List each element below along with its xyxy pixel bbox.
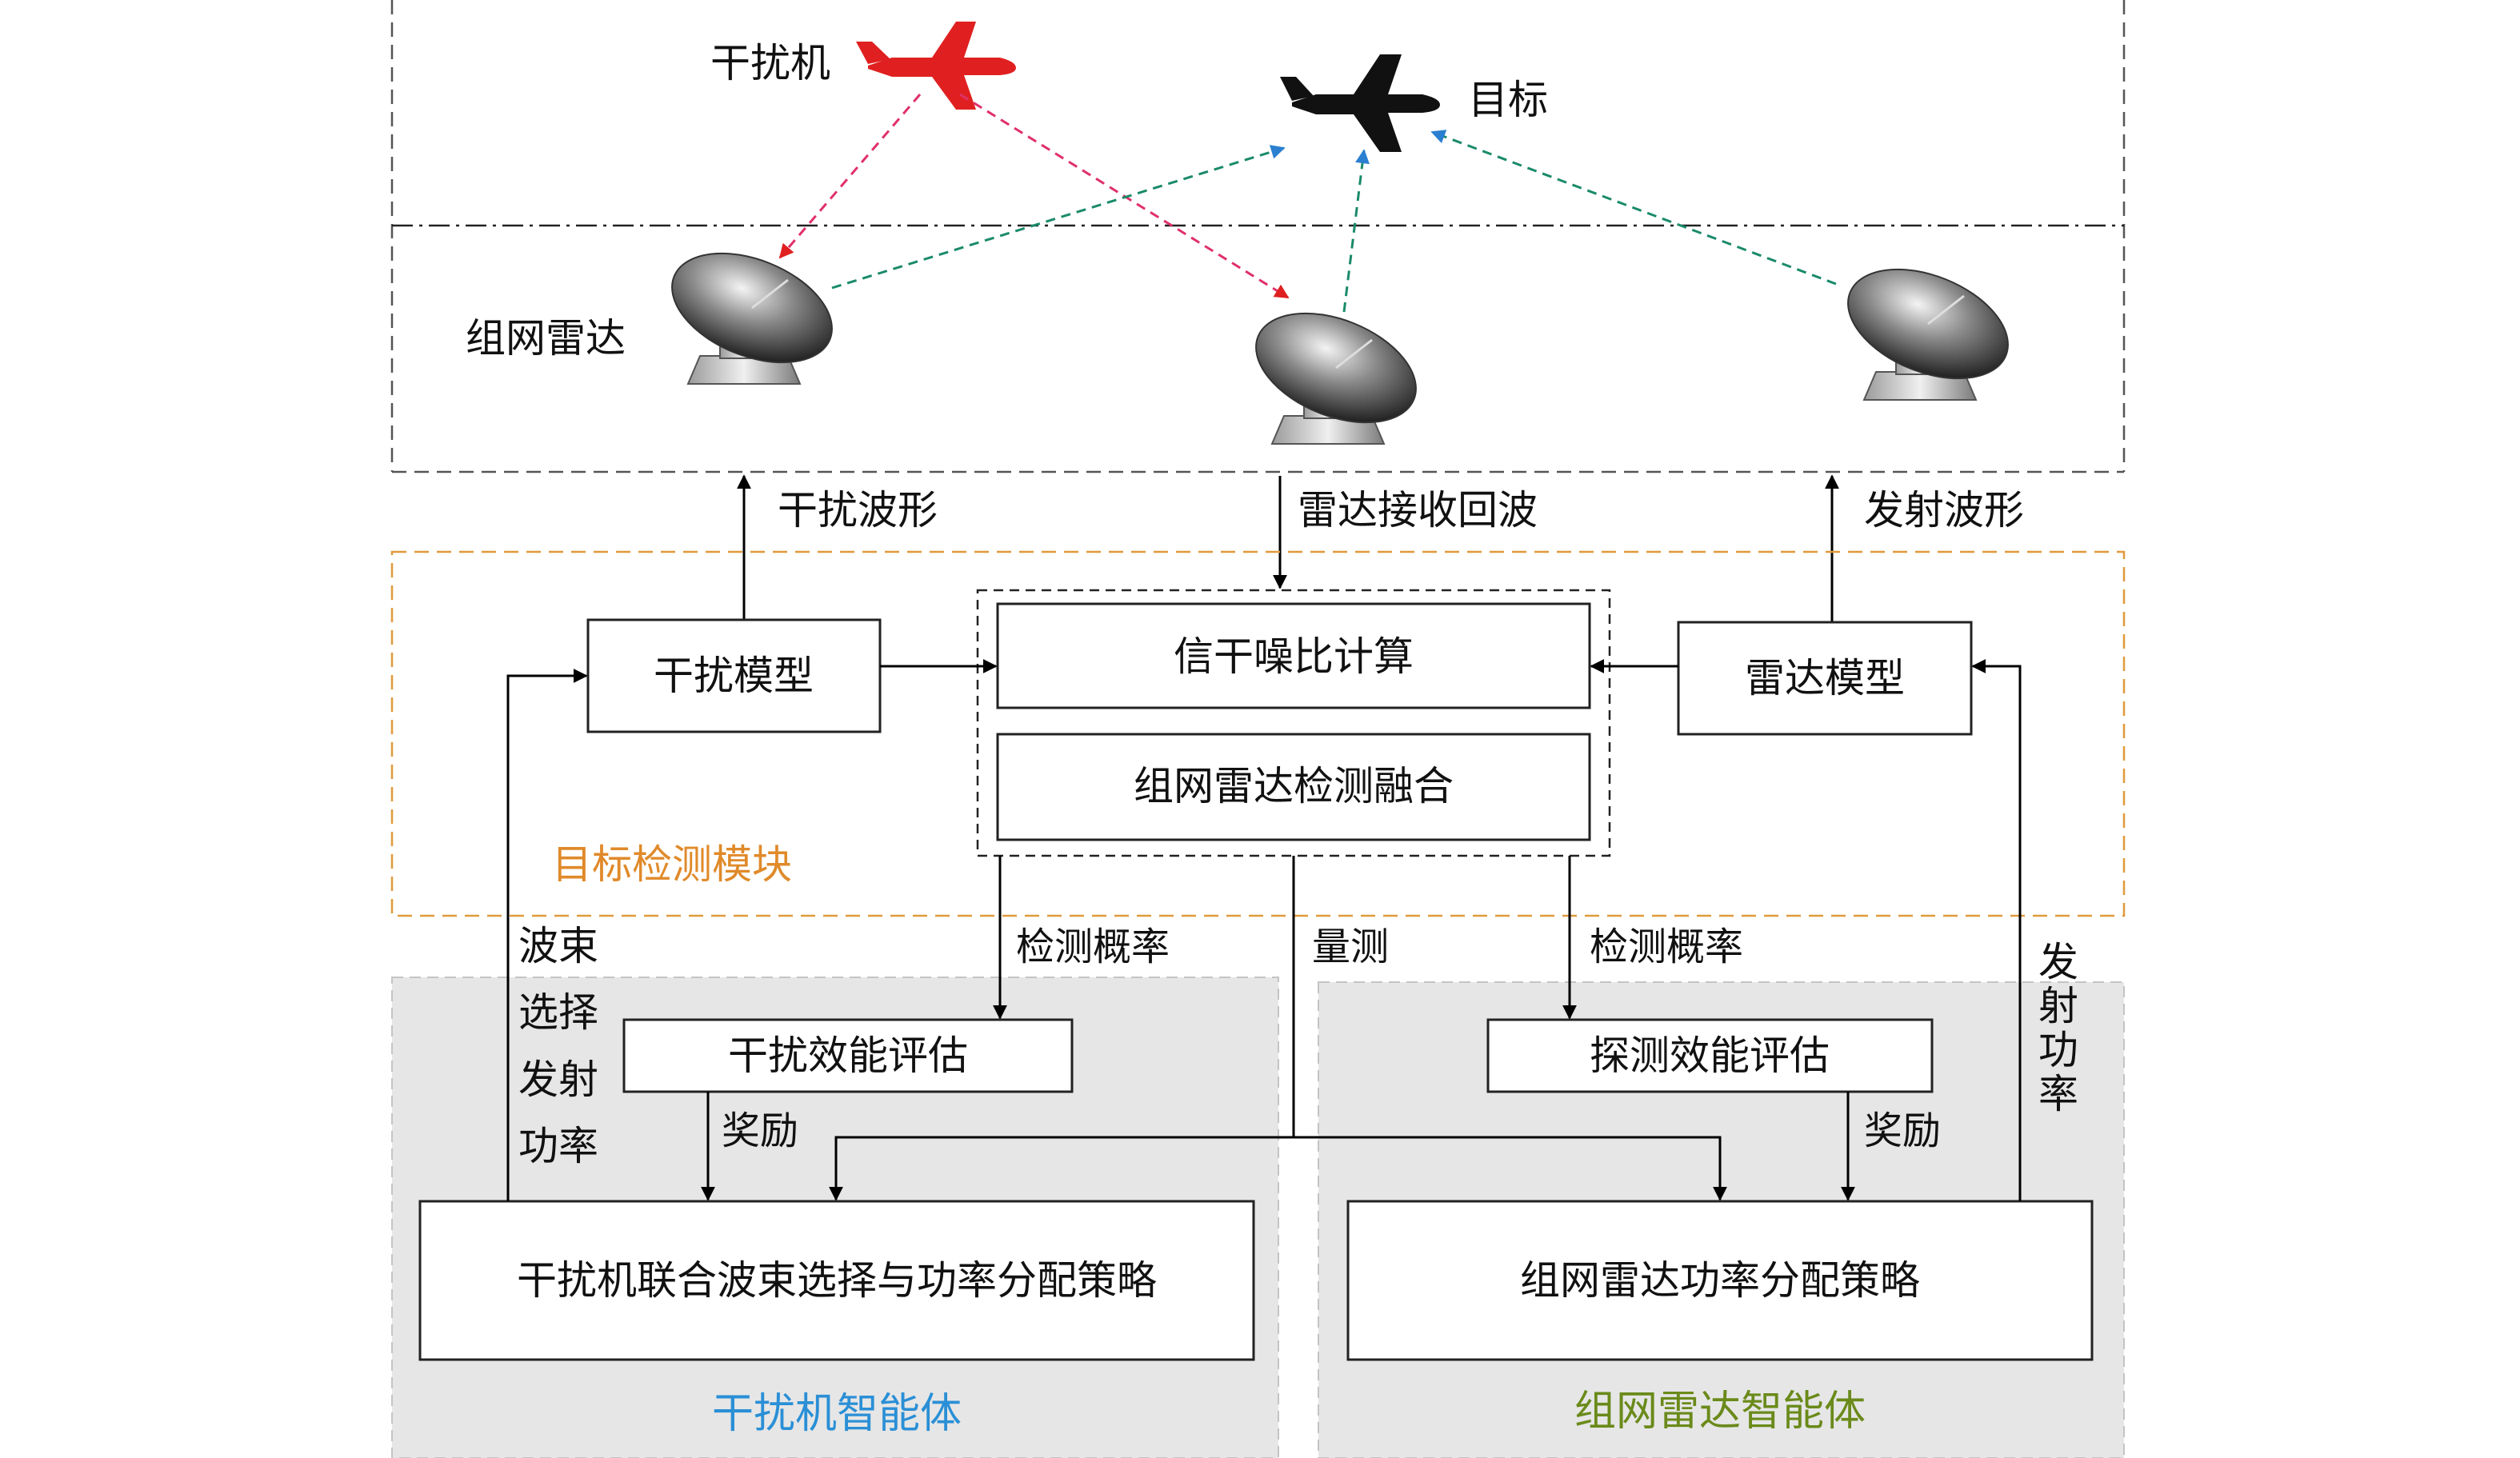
radar-dish-icon bbox=[1255, 312, 1417, 445]
svg-text:波束: 波束 bbox=[518, 923, 598, 969]
svg-text:功: 功 bbox=[2038, 1027, 2078, 1073]
detect-eval-box bbox=[1486, 1018, 1934, 1093]
radar-policy-box bbox=[1346, 1200, 2094, 1361]
radar-echo-label: 雷达接收回波 bbox=[1298, 487, 1538, 533]
radar-model-box bbox=[1677, 621, 1973, 736]
beam-select-power-label: 波束 选择 发射 功率 bbox=[518, 923, 598, 1169]
svg-text:功率: 功率 bbox=[518, 1123, 598, 1169]
sinr-calc-label: 信干噪比计算 bbox=[1174, 633, 1414, 680]
beam-power-feedback-arrow bbox=[506, 669, 588, 1201]
reward-left-label: 奖励 bbox=[722, 1108, 798, 1153]
radar-link bbox=[1342, 149, 1370, 313]
jam-link bbox=[959, 93, 1290, 299]
svg-text:发射: 发射 bbox=[518, 1057, 598, 1103]
radar-dish-icon bbox=[1847, 268, 2009, 401]
radar-dish-icon bbox=[671, 252, 833, 385]
radar-model-label: 雷达模型 bbox=[1745, 655, 1905, 701]
tx-waveform-label: 发射波形 bbox=[1864, 487, 2024, 533]
svg-text:射: 射 bbox=[2038, 983, 2078, 1029]
jam-policy-box bbox=[418, 1200, 1255, 1361]
jammer-plane-icon bbox=[856, 22, 1016, 110]
jam-waveform-label: 干扰波形 bbox=[778, 487, 938, 533]
detect-eval-label: 探测效能评估 bbox=[1590, 1033, 1830, 1079]
measurement-to-radar-policy-arrow bbox=[1294, 1136, 1727, 1201]
target-plane-icon bbox=[1280, 54, 1440, 152]
tx-power-feedback-arrow bbox=[1971, 659, 2022, 1201]
detection-module-frame bbox=[390, 550, 2126, 917]
svg-text:选择: 选择 bbox=[518, 989, 598, 1036]
jam-eval-label: 干扰效能评估 bbox=[728, 1033, 968, 1079]
jam-model-label: 干扰模型 bbox=[654, 653, 814, 699]
scene-region bbox=[390, 0, 2126, 473]
measurement-label: 量测 bbox=[1312, 925, 1389, 969]
radar-link bbox=[1430, 130, 1837, 286]
fusion-label: 组网雷达检测融合 bbox=[1134, 763, 1454, 809]
sinr-calc-box bbox=[996, 602, 1591, 709]
detect-prob-right-label: 检测概率 bbox=[1590, 925, 1743, 969]
jam-policy-label: 干扰机联合波束选择与功率分配策略 bbox=[517, 1257, 1157, 1304]
measurement-to-jam-policy-arrow bbox=[829, 1136, 1294, 1201]
target-label: 目标 bbox=[1468, 77, 1548, 123]
svg-text:率: 率 bbox=[2038, 1071, 2078, 1117]
detect-prob-left-label: 检测概率 bbox=[1016, 925, 1170, 969]
svg-text:发: 发 bbox=[2038, 939, 2078, 985]
jam-link bbox=[778, 94, 922, 259]
radar-net-label: 组网雷达 bbox=[466, 315, 626, 362]
jammer-agent-title: 干扰机智能体 bbox=[712, 1390, 962, 1438]
radar-link bbox=[831, 145, 1286, 290]
fusion-box bbox=[996, 733, 1591, 841]
jammer-label: 干扰机 bbox=[710, 40, 830, 86]
radar-policy-label: 组网雷达功率分配策略 bbox=[1520, 1257, 1920, 1304]
detection-module-title: 目标检测模块 bbox=[552, 841, 792, 888]
reward-right-label: 奖励 bbox=[1864, 1108, 1941, 1153]
radar-agent-title: 组网雷达智能体 bbox=[1574, 1388, 1866, 1436]
jam-model-box bbox=[586, 618, 882, 733]
tx-power-vertical-label: 发 射 功 率 bbox=[2038, 939, 2078, 1117]
jam-eval-box bbox=[622, 1018, 1074, 1093]
